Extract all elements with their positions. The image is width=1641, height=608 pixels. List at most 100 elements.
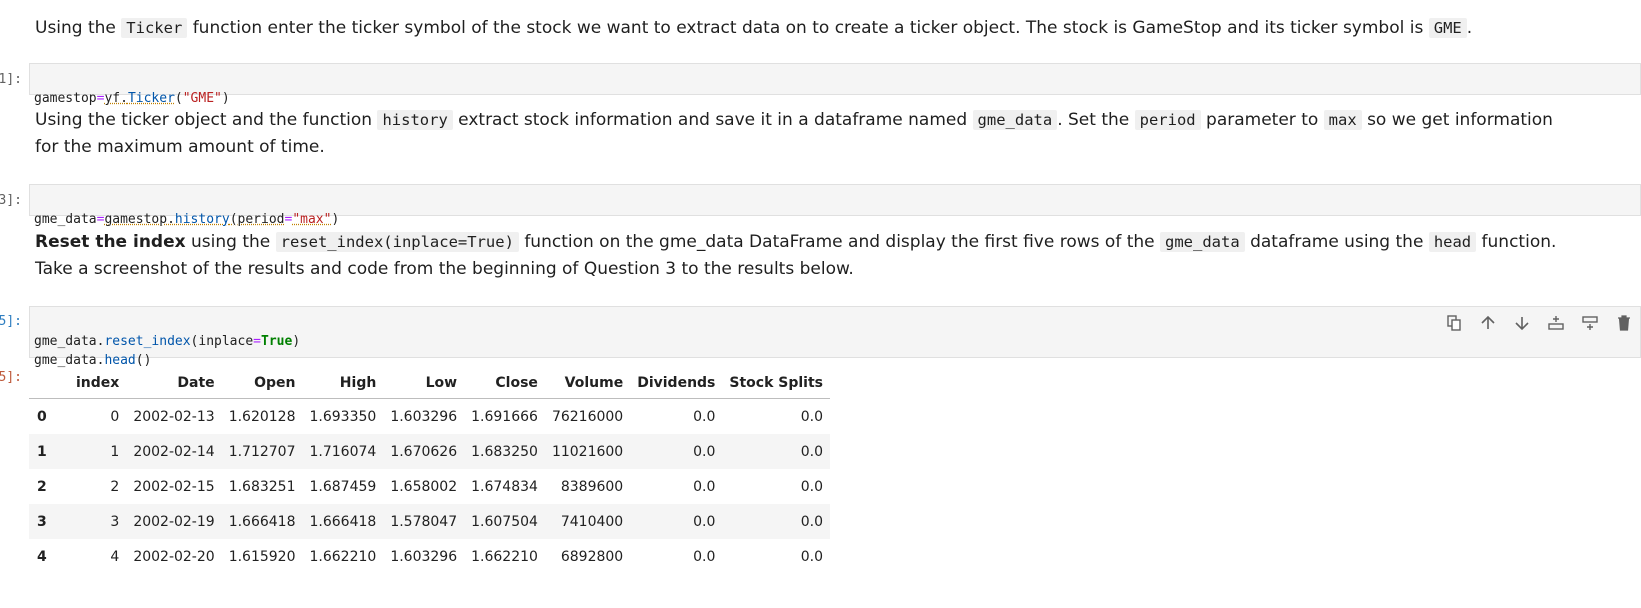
column-header: Stock Splits (722, 368, 830, 399)
inline-code: period (1134, 110, 1201, 130)
md-text: dataframe using the (1244, 232, 1429, 252)
table-cell: 2002-02-13 (126, 398, 222, 434)
code-cell-history[interactable]: gme_data=gamestop.history(period="max") (29, 184, 1641, 227)
code-function: reset_index (104, 334, 191, 349)
table-cell: 0 (69, 398, 127, 434)
markdown-cell-ticker: Using the Ticker function enter the tick… (35, 15, 1571, 42)
copy-icon (1447, 315, 1461, 331)
row-label: 3 (29, 504, 69, 539)
column-header: Open (221, 368, 303, 399)
code-token: gme_data (34, 212, 97, 227)
code-token: () (135, 353, 152, 368)
markdown-cell-history: Using the ticker object and the function… (35, 107, 1571, 161)
code-token: ) (221, 91, 230, 106)
column-header: index (69, 368, 127, 399)
md-text: Using the ticker object and the function (35, 110, 378, 130)
code-token: gme_data. (34, 353, 105, 368)
inline-code: history (377, 110, 453, 130)
code-token: ( (174, 91, 183, 106)
table-cell: 76216000 (544, 398, 631, 434)
inline-code: gme_data (1160, 232, 1245, 252)
inline-code: max (1323, 110, 1362, 130)
column-header: Date (126, 368, 222, 399)
table-cell: 1.662210 (464, 539, 545, 574)
table-cell: 0.0 (722, 539, 830, 574)
code-token: gamestop (34, 91, 97, 106)
table-cell: 8389600 (544, 469, 631, 504)
table-cell: 6892800 (544, 539, 631, 574)
insert-below-icon (1582, 316, 1598, 330)
table-cell: 1.620128 (221, 398, 303, 434)
cell-output-prompt: 5]: (0, 370, 22, 385)
table-cell: 1.615920 (221, 539, 303, 574)
code-token: ) (331, 212, 340, 227)
table-cell: 1.693350 (302, 398, 384, 434)
table-cell: 1.683250 (464, 434, 545, 469)
code-keyword: True (261, 334, 293, 349)
table-row: 2 2 2002-02-15 1.683251 1.687459 1.65800… (29, 469, 830, 504)
row-label: 4 (29, 539, 69, 574)
md-text: extract stock information and save it in… (452, 110, 973, 130)
table-header-row: index Date Open High Low Close Volume Di… (29, 368, 830, 399)
code-string: "GME" (182, 91, 222, 106)
table-cell: 11021600 (544, 434, 631, 469)
table-cell: 2002-02-14 (126, 434, 222, 469)
corner-header-cell (29, 368, 69, 399)
move-cell-down-button[interactable] (1505, 311, 1539, 335)
table-cell: 0.0 (630, 504, 723, 539)
md-bold-text: Reset the index (35, 232, 186, 252)
table-cell: 0.0 (722, 504, 830, 539)
code-operator: = (96, 212, 105, 227)
code-function: Ticker (127, 91, 175, 106)
inline-code: GME (1428, 18, 1467, 38)
move-cell-up-button[interactable] (1471, 311, 1505, 335)
table-cell: 2002-02-15 (126, 469, 222, 504)
code-function: head (104, 353, 136, 368)
row-label: 0 (29, 398, 69, 434)
column-header: Close (464, 368, 545, 399)
table-cell: 1.607504 (464, 504, 545, 539)
code-operator: = (284, 212, 293, 227)
dataframe-output-table: index Date Open High Low Close Volume Di… (29, 368, 830, 574)
table-row: 4 4 2002-02-20 1.615920 1.662210 1.60329… (29, 539, 830, 574)
md-text: function enter the ticker symbol of the … (187, 18, 1429, 38)
table-cell: 1.691666 (464, 398, 545, 434)
md-text: function on the gme_data DataFrame and d… (518, 232, 1161, 252)
table-cell: 2002-02-20 (126, 539, 222, 574)
table-cell: 0.0 (722, 469, 830, 504)
table-cell: 2002-02-19 (126, 504, 222, 539)
table-cell: 0.0 (630, 398, 723, 434)
md-text: Using the (35, 18, 122, 38)
md-text: . (1466, 18, 1473, 38)
duplicate-cell-button[interactable] (1437, 311, 1471, 335)
table-cell: 7410400 (544, 504, 631, 539)
inline-code: reset_index(inplace=True) (275, 232, 519, 252)
column-header: Low (383, 368, 465, 399)
inline-code: head (1428, 232, 1477, 252)
delete-cell-button[interactable] (1607, 311, 1641, 335)
table-cell: 1 (69, 434, 127, 469)
column-header: High (302, 368, 384, 399)
cell-input-prompt: 3]: (0, 193, 22, 208)
table-cell: 1.603296 (383, 398, 465, 434)
table-cell: 4 (69, 539, 127, 574)
table-cell: 0.0 (630, 434, 723, 469)
arrow-down-icon (1515, 317, 1529, 331)
trash-icon (1618, 315, 1630, 331)
insert-cell-below-button[interactable] (1573, 311, 1607, 335)
markdown-cell-reset-index: Reset the index using the reset_index(in… (35, 229, 1571, 283)
code-token: ) (292, 334, 301, 349)
table-cell: 1.666418 (302, 504, 384, 539)
row-label: 2 (29, 469, 69, 504)
table-cell: 1.603296 (383, 539, 465, 574)
table-row: 0 0 2002-02-13 1.620128 1.693350 1.60329… (29, 398, 830, 434)
code-cell-ticker[interactable]: gamestop=yf.Ticker("GME") (29, 63, 1641, 106)
table-row: 1 1 2002-02-14 1.712707 1.716074 1.67062… (29, 434, 830, 469)
cell-toolbar (1437, 311, 1641, 335)
table-cell: 1.578047 (383, 504, 465, 539)
code-cell-reset-index[interactable]: gme_data.reset_index(inplace=True) gme_d… (29, 306, 1641, 368)
table-cell: 1.662210 (302, 539, 384, 574)
md-text: . Set the (1057, 110, 1135, 130)
column-header: Volume (544, 368, 631, 399)
insert-cell-above-button[interactable] (1539, 311, 1573, 335)
